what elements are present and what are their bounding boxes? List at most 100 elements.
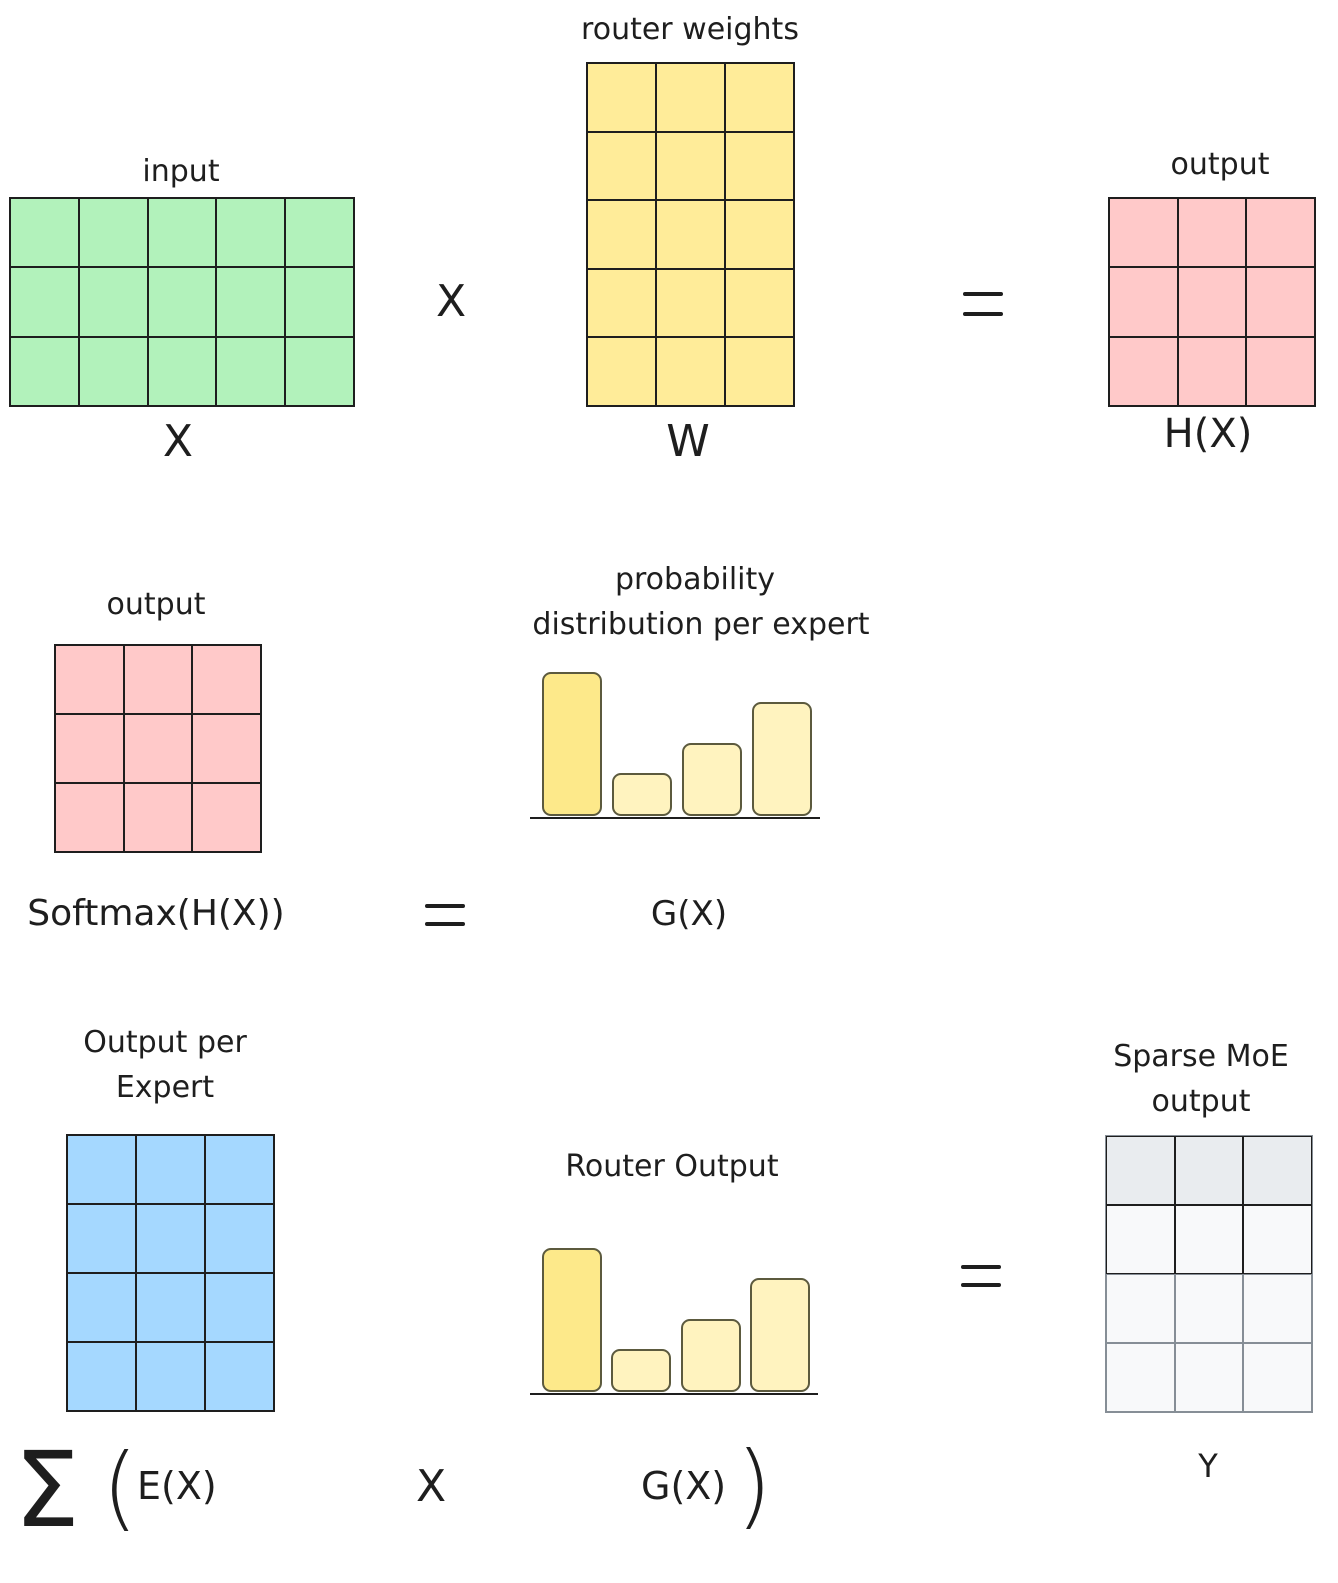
- weights-title: router weights: [581, 12, 799, 47]
- matrix-cell: [136, 1135, 205, 1204]
- matrix-cell: [1106, 1205, 1175, 1274]
- probability-bar: [611, 1348, 672, 1392]
- matrix-cell: [587, 131, 656, 201]
- probability-bar: [682, 742, 742, 816]
- output-symbol: H(X): [1163, 411, 1253, 457]
- probability-bar: [612, 772, 672, 816]
- matrix-cell: [1106, 1136, 1175, 1205]
- matrix-cell: [1243, 1136, 1312, 1205]
- experts-title-line1: Output per: [83, 1025, 247, 1060]
- output-title: output: [1170, 147, 1270, 182]
- matrix-cell: [147, 198, 217, 268]
- matrix-cell: [123, 783, 193, 852]
- matrix-cell: [205, 1342, 274, 1411]
- sparse-title-line2: output: [1151, 1084, 1251, 1119]
- distribution-title-line1: probability: [614, 562, 776, 597]
- input-title: input: [142, 154, 220, 189]
- softmax-label: Softmax(H(X)): [27, 893, 285, 934]
- matrix-cell: [205, 1204, 274, 1273]
- matrix-cell: [1109, 267, 1178, 337]
- matrix-cell: [587, 337, 656, 406]
- matrix-cell: [123, 714, 193, 783]
- matrix-cell: [192, 645, 261, 714]
- matrix-cell: [1246, 267, 1315, 337]
- matrix-cell: [136, 1204, 205, 1273]
- probability-bar: [542, 1248, 602, 1392]
- matrix-cell: [285, 198, 354, 268]
- matrix-cell: [1106, 1343, 1175, 1412]
- matrix-cell: [725, 200, 794, 269]
- matrix-cell: [725, 131, 794, 201]
- matrix-cell: [192, 714, 261, 783]
- matrix-cell: [192, 783, 261, 852]
- matrix-cell: [587, 63, 656, 132]
- output-matrix-2: [54, 644, 262, 853]
- matrix-cell: [725, 337, 794, 406]
- probability-bar: [752, 702, 812, 816]
- ex-label: E(X): [137, 1464, 217, 1508]
- close-paren: ): [736, 1432, 772, 1539]
- matrix-cell: [1246, 336, 1315, 406]
- matrix-cell: [67, 1135, 136, 1204]
- matrix-cell: [1246, 198, 1315, 268]
- gx-label-2: G(X): [641, 1464, 727, 1508]
- matrix-cell: [725, 63, 794, 132]
- experts-matrix: [66, 1134, 275, 1412]
- equals-sign-2: [425, 904, 465, 926]
- matrix-cell: [55, 714, 124, 783]
- output-matrix: [1108, 197, 1316, 407]
- multiply-sign-2: X: [416, 1461, 447, 1512]
- chart-baseline: [530, 817, 820, 819]
- router-output-title: Router Output: [565, 1149, 779, 1184]
- matrix-cell: [67, 1204, 136, 1273]
- output-title-2: output: [106, 587, 206, 622]
- matrix-cell: [10, 198, 79, 268]
- weights-symbol: W: [666, 416, 710, 467]
- matrix-cell: [725, 268, 794, 338]
- matrix-cell: [67, 1273, 136, 1342]
- matrix-cell: [1106, 1274, 1175, 1343]
- matrix-cell: [55, 783, 124, 852]
- input-symbol: X: [162, 416, 194, 467]
- open-paren: (: [102, 1434, 138, 1541]
- matrix-cell: [1109, 336, 1178, 406]
- matrix-cell: [123, 645, 193, 714]
- matrix-cell: [216, 267, 286, 337]
- experts-title-line2: Expert: [115, 1070, 215, 1105]
- gx-label: G(X): [650, 894, 728, 934]
- sparse-title-line1: Sparse MoE: [1113, 1039, 1289, 1074]
- matrix-cell: [656, 268, 725, 338]
- distribution-title-line2: distribution per expert: [532, 607, 870, 642]
- matrix-cell: [1109, 198, 1178, 268]
- matrix-cell: [656, 337, 725, 406]
- chart-baseline: [530, 1393, 818, 1395]
- matrix-cell: [1243, 1343, 1312, 1412]
- sparse-symbol: Y: [1198, 1447, 1218, 1485]
- matrix-cell: [587, 200, 656, 269]
- matrix-cell: [10, 267, 79, 337]
- router-bar-chart: [530, 1248, 818, 1395]
- equals-sign: [963, 292, 1003, 316]
- sparse-output-matrix: [1105, 1135, 1313, 1413]
- probability-bar: [542, 672, 602, 816]
- matrix-cell: [136, 1273, 205, 1342]
- matrix-cell: [656, 63, 725, 132]
- matrix-cell: [285, 267, 354, 337]
- matrix-cell: [587, 268, 656, 338]
- distribution-bar-chart: [530, 672, 820, 819]
- matrix-cell: [205, 1135, 274, 1204]
- matrix-cell: [216, 336, 286, 406]
- matrix-cell: [147, 267, 217, 337]
- matrix-cell: [78, 267, 148, 337]
- matrix-cell: [1174, 1205, 1244, 1274]
- multiply-sign: X: [436, 276, 467, 327]
- matrix-cell: [656, 131, 725, 201]
- matrix-cell: [205, 1273, 274, 1342]
- matrix-cell: [67, 1342, 136, 1411]
- matrix-cell: [136, 1342, 205, 1411]
- probability-bar: [680, 1318, 741, 1392]
- matrix-cell: [1174, 1274, 1244, 1343]
- matrix-cell: [1177, 336, 1247, 406]
- probability-bar: [750, 1278, 810, 1392]
- equals-sign-3: [961, 1265, 1001, 1287]
